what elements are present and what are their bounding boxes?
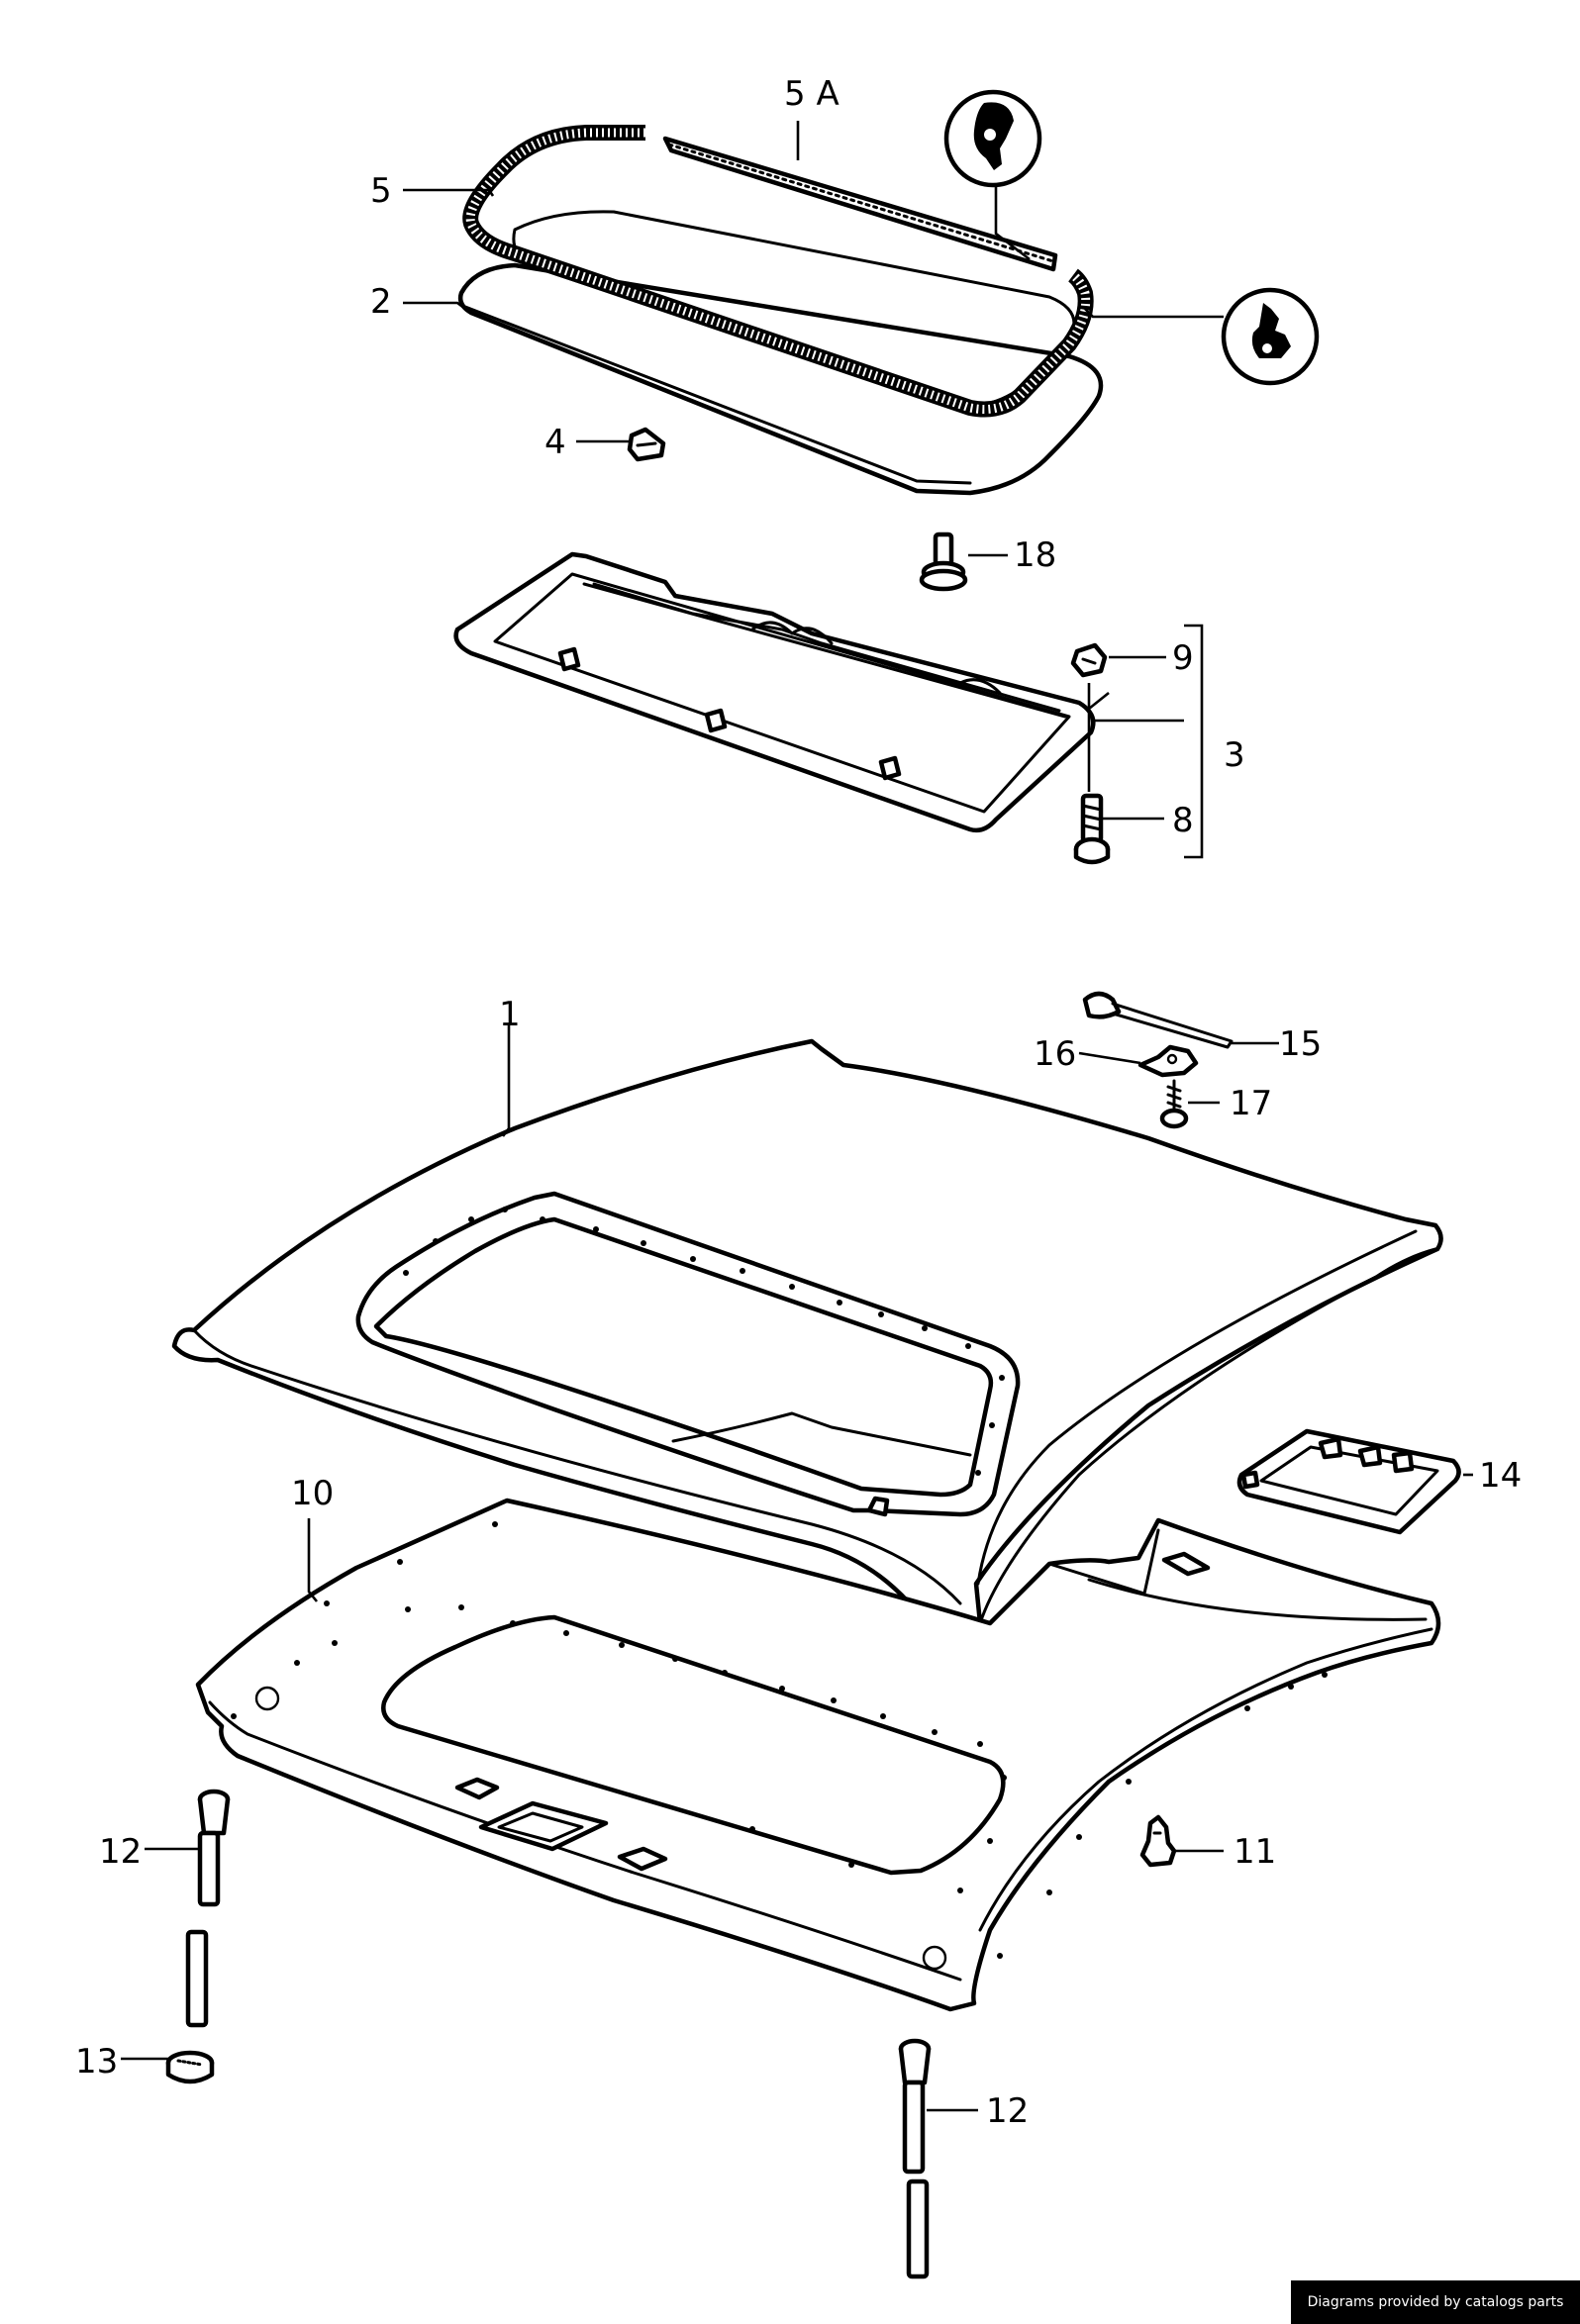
bolt-18 [919,532,968,592]
frame-3 [453,551,1096,833]
callout-11: 11 [1234,1832,1276,1872]
seal-clip-detail-side [1221,287,1320,386]
seal-frame-5 [462,125,1094,418]
callout-9: 9 [1172,638,1194,678]
clip-11 [1139,1814,1177,1868]
leader-lines [121,121,1473,2112]
roof-opening-bolt-holes [403,1207,1005,1476]
pin-12-left [185,1789,231,2028]
callout-2: 2 [370,282,392,322]
callout-10: 10 [291,1474,334,1513]
callout-13: 13 [75,2042,118,2082]
callout-3: 3 [1224,735,1245,775]
grommet-13 [165,2050,215,2084]
callout-4: 4 [544,423,566,462]
screw-17 [1159,1079,1189,1129]
callout-16: 16 [1034,1034,1076,1074]
callout-12-left: 12 [99,1832,142,1872]
callout-17: 17 [1230,1084,1272,1123]
callout-18: 18 [1014,535,1056,575]
callout-labels: 1 2 3 4 5 5 A 8 9 10 11 12 12 13 14 15 1… [75,74,1522,2131]
clip-4 [627,427,666,462]
callout-15: 15 [1279,1024,1322,1064]
headliner-10 [195,1498,1441,2012]
rod-15 [1082,991,1234,1049]
callout-12-lower: 12 [986,2091,1029,2131]
nut-9 [1070,642,1108,678]
clip-16 [1137,1044,1199,1078]
bracket-3 [1184,624,1204,859]
bolt-8 [1073,793,1111,865]
headliner-bolt-holes [231,1521,1328,1959]
callout-5: 5 [370,171,392,211]
light-housing-14 [1236,1428,1461,1535]
pin-12-lower [898,2038,932,2279]
callout-8: 8 [1172,801,1194,840]
callout-1: 1 [499,995,521,1034]
seal-strip-5a [662,136,1058,272]
callout-14: 14 [1479,1456,1522,1496]
callout-5a: 5 A [784,74,839,114]
seal-clip-detail-top [943,89,1042,188]
roof-panel-1 [171,1038,1443,1650]
credit-banner: Diagrams provided by catalogs parts [1291,2280,1580,2324]
